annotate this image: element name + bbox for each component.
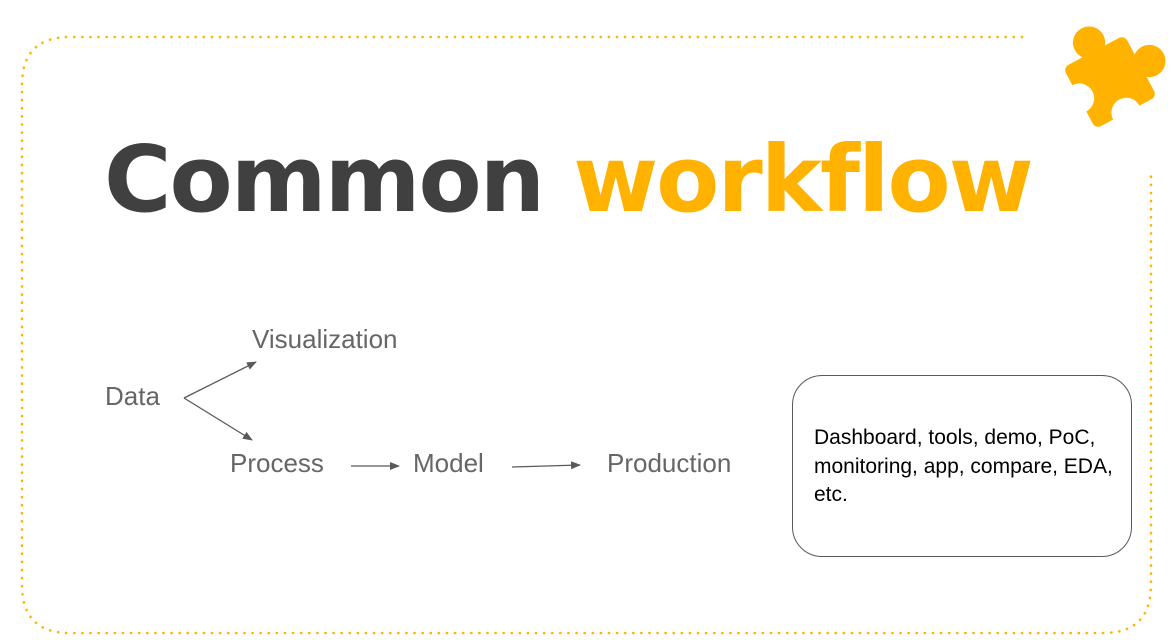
title-main: Common — [104, 126, 545, 233]
arrow-data-to-visualization — [183, 361, 257, 399]
title-accent: workflow — [573, 126, 1034, 233]
node-process: Process — [230, 448, 324, 478]
dotted-frame-top — [20, 35, 1153, 635]
outputs-callout-box: Dashboard, tools, demo, PoC, monitoring,… — [792, 375, 1132, 557]
page-title: Common workflow — [104, 120, 1034, 240]
node-data: Data — [105, 381, 160, 411]
node-model: Model — [413, 448, 484, 478]
node-visualization: Visualization — [252, 324, 398, 354]
arrow-model-to-production — [511, 461, 581, 470]
puzzle-piece-icon — [1064, 26, 1166, 128]
arrow-data-to-process — [183, 397, 253, 441]
node-production: Production — [607, 448, 732, 478]
outputs-callout-text: Dashboard, tools, demo, PoC, monitoring,… — [814, 426, 1113, 506]
